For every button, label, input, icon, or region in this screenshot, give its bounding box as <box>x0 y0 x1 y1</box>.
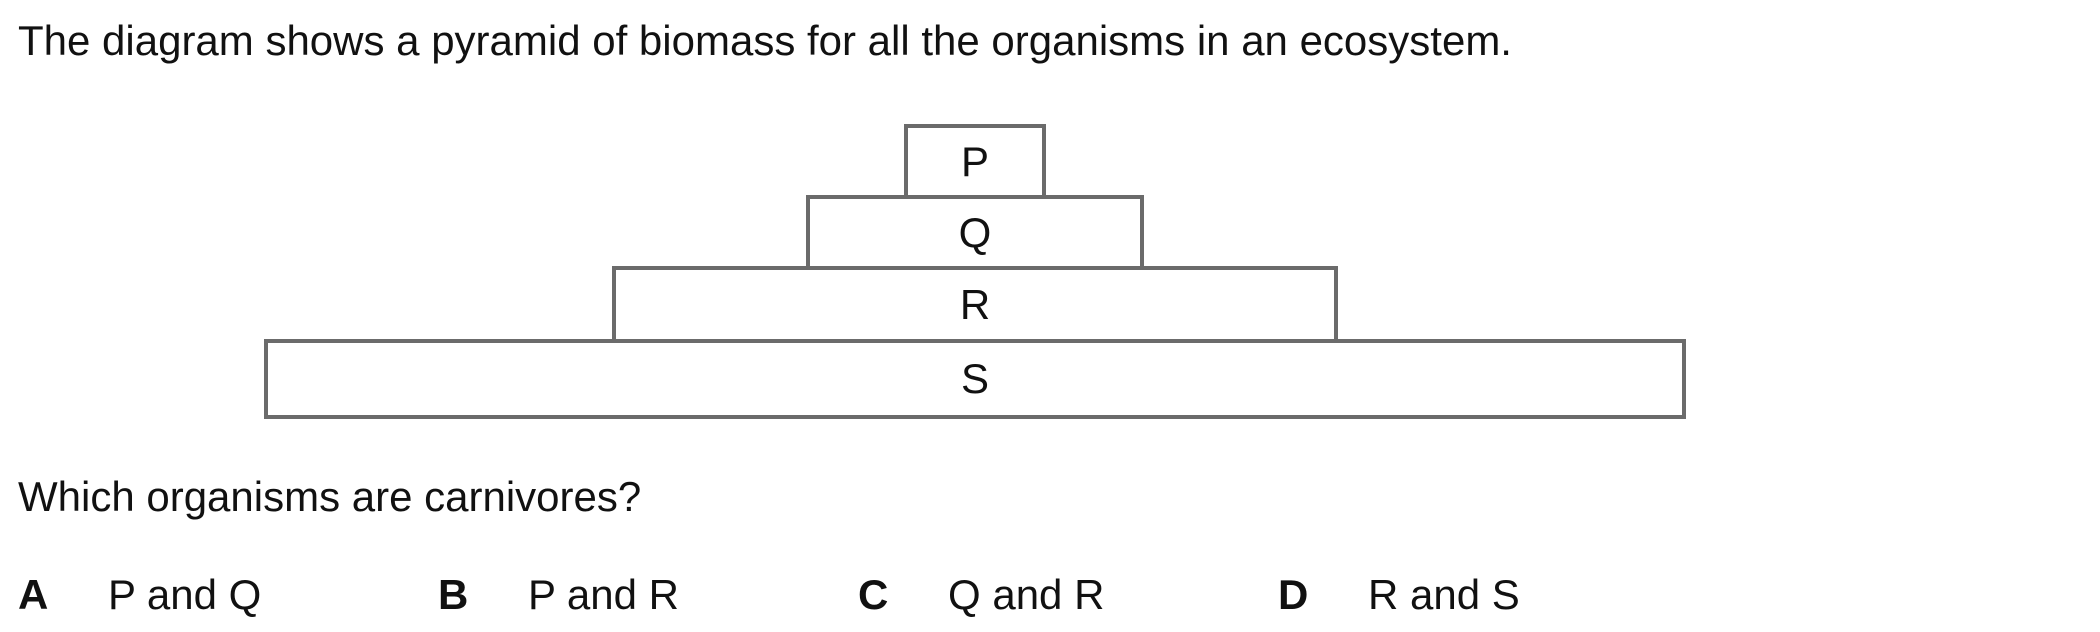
option-c[interactable]: C Q and R <box>858 574 1104 616</box>
pyramid-level-p: P <box>904 124 1046 199</box>
pyramid-level-s: S <box>264 339 1686 419</box>
option-letter: A <box>18 571 49 618</box>
pyramid-level-label: R <box>959 280 991 328</box>
option-a[interactable]: A P and Q <box>18 574 261 616</box>
option-text: P and R <box>528 571 679 618</box>
option-text: Q and R <box>948 571 1105 618</box>
answer-options: A P and Q B P and R C Q and R D R and S <box>0 574 2100 624</box>
option-letter: B <box>438 571 469 618</box>
option-letter: C <box>858 571 889 618</box>
pyramid-level-r: R <box>612 266 1338 343</box>
option-letter: D <box>1278 571 1309 618</box>
option-text: P and Q <box>108 571 262 618</box>
option-b[interactable]: B P and R <box>438 574 679 616</box>
option-d[interactable]: D R and S <box>1278 574 1520 616</box>
option-text: R and S <box>1368 571 1520 618</box>
pyramid-level-q: Q <box>806 195 1144 270</box>
question-stem: The diagram shows a pyramid of biomass f… <box>18 17 1512 64</box>
pyramid-level-label: S <box>960 355 989 402</box>
pyramid-level-label: Q <box>958 208 992 256</box>
question-text: Which organisms are carnivores? <box>18 473 642 520</box>
pyramid-level-label: P <box>960 137 989 185</box>
